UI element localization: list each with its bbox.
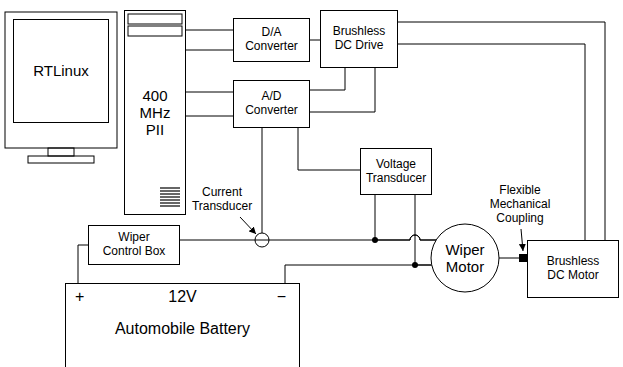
box-label: A/D Converter	[239, 90, 305, 118]
wire-connector	[186, 116, 233, 117]
drive-bay	[128, 14, 182, 24]
wire-connector	[310, 68, 345, 90]
box-label: RTLinux	[33, 62, 89, 79]
converter-box: A/D Converter	[233, 80, 310, 128]
wire-connector	[415, 195, 432, 265]
drive-box: Brushless DC Drive	[320, 10, 398, 68]
monitor-screen: RTLinux	[13, 19, 109, 123]
box-label: Voltage Transducer	[364, 158, 428, 186]
transducer-box: Voltage Transducer	[360, 148, 432, 195]
callout-label: Current Transducer	[190, 186, 254, 214]
callout-label: Flexible Mechanical Coupling	[488, 184, 552, 225]
pc-tower: 400 MHz PII	[124, 10, 186, 215]
box-label: 12V	[168, 288, 196, 306]
control-box: Wiper Control Box	[88, 225, 180, 265]
wire-connector	[310, 40, 320, 41]
motor-circle: Wiper Motor	[430, 223, 500, 293]
converter-box: D/A Converter	[233, 18, 310, 62]
box-label: 400 MHz PII	[133, 87, 177, 139]
wire-connector	[398, 44, 585, 240]
motor-box: Brushless DC Motor	[527, 240, 619, 298]
wire-connector	[398, 22, 605, 240]
wire-connector	[186, 92, 233, 93]
wire-connector	[298, 128, 360, 170]
wire-connector	[499, 258, 527, 259]
wire-connector	[186, 50, 233, 51]
leader-line	[240, 217, 256, 234]
box-label: Automobile Battery	[115, 320, 250, 338]
battery-box: +12V − Automobile Battery	[65, 283, 300, 367]
box-label: Wiper Control Box	[100, 231, 168, 259]
wire-connector	[285, 265, 432, 283]
sensor-wire	[262, 128, 263, 233]
leader-line	[521, 229, 523, 251]
box-label: D/A Converter	[239, 26, 305, 54]
wire-connector	[186, 30, 233, 31]
box-label: +	[75, 288, 84, 306]
box-label: Wiper Motor	[438, 241, 492, 276]
drive-bay	[128, 26, 182, 36]
wire-connector	[180, 235, 436, 240]
monitor-bezel	[5, 12, 117, 148]
box-label: −	[277, 288, 286, 306]
wire-connector	[78, 245, 88, 283]
monitor-neck	[48, 148, 74, 156]
wire-connector	[375, 195, 436, 240]
monitor-base	[28, 156, 94, 163]
vent-grille	[160, 188, 180, 206]
box-label: Brushless DC Drive	[326, 25, 392, 53]
wire-connector	[310, 68, 375, 112]
box-label: Brushless DC Motor	[540, 255, 606, 283]
motor-outline-circle	[431, 224, 499, 292]
